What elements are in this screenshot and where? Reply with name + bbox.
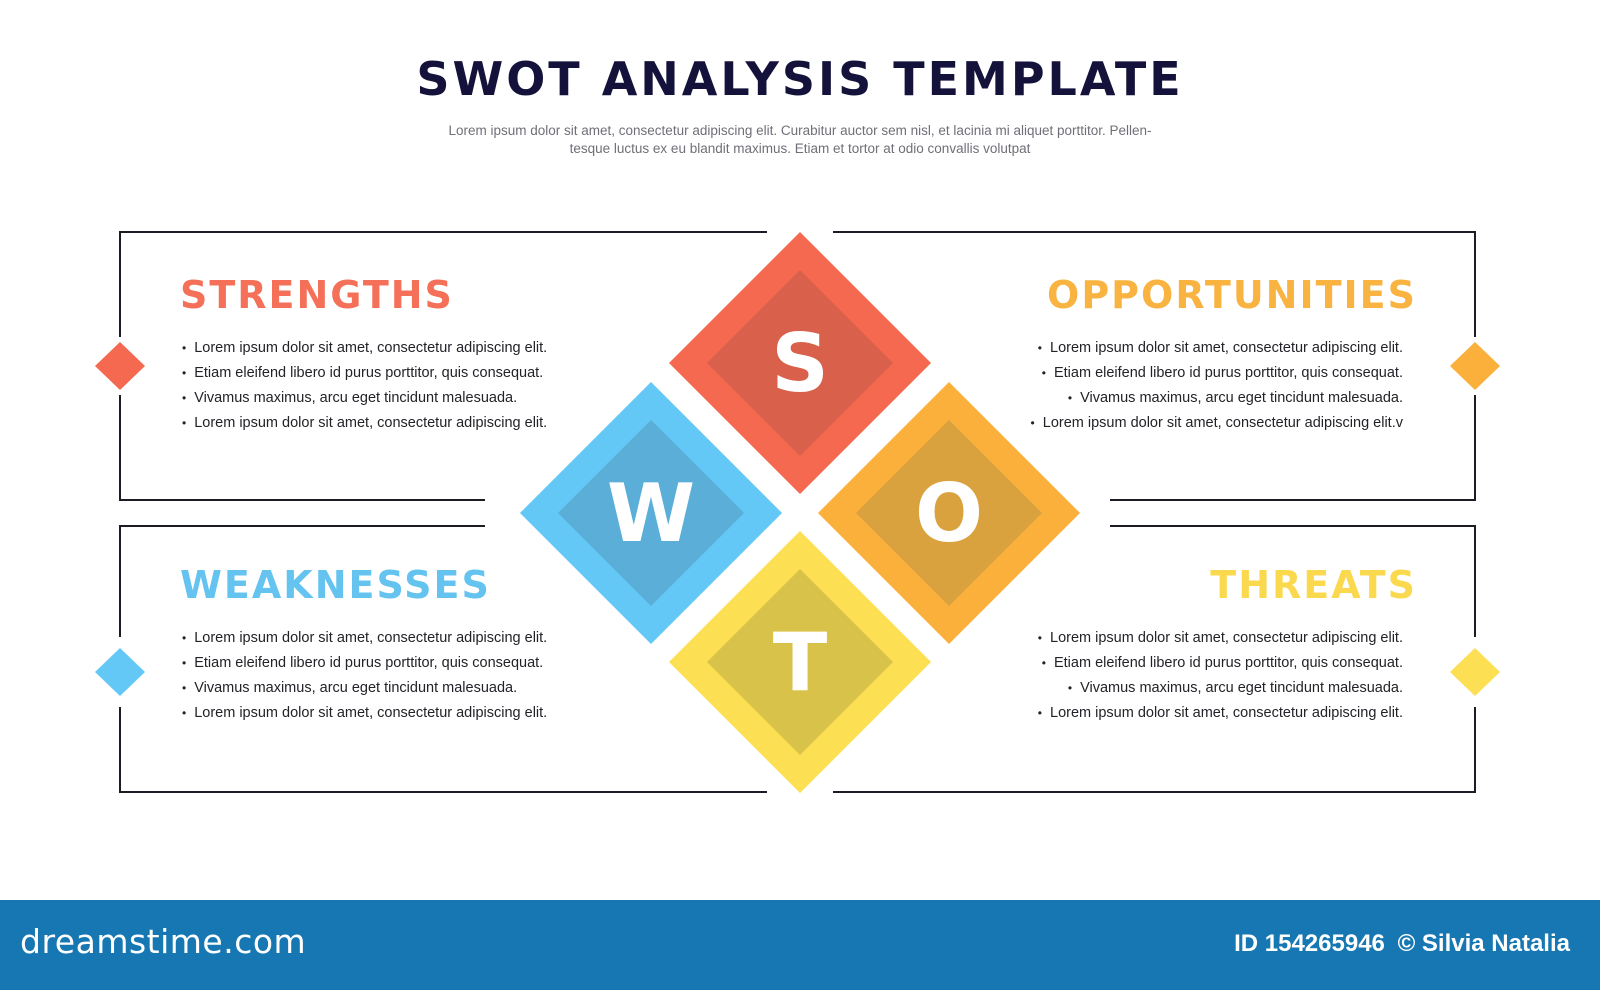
author-credit: © Silvia Natalia [1397, 930, 1570, 957]
list-item: Lorem ipsum dolor sit amet, consectetur … [182, 411, 547, 436]
list-item: Etiam eleifend libero id purus porttitor… [182, 651, 547, 676]
list-item: Lorem ipsum dolor sit amet, consectetur … [182, 336, 547, 361]
s-diamond: S [669, 232, 931, 494]
footer-credit: ID 154265946 © Silvia Natalia [1228, 930, 1570, 958]
weaknesses-list: Lorem ipsum dolor sit amet, consectetur … [182, 626, 547, 726]
list-item: Etiam eleifend libero id purus porttitor… [1031, 361, 1403, 386]
threats-marker-diamond [1450, 648, 1500, 696]
page-subtitle: Lorem ipsum dolor sit amet, consectetur … [410, 122, 1190, 158]
list-item: Etiam eleifend libero id purus porttitor… [1038, 651, 1403, 676]
t-letter: T [773, 616, 828, 709]
threats-frame [1110, 525, 1476, 637]
subtitle-line: Lorem ipsum dolor sit amet, consectetur … [448, 123, 1152, 138]
footer-bar: dreamstime.com ID 154265946 © Silvia Nat… [0, 900, 1600, 990]
threats-frame [833, 707, 1476, 793]
strengths-marker-diamond [95, 342, 145, 390]
strengths-list: Lorem ipsum dolor sit amet, consectetur … [182, 336, 547, 436]
page-title: SWOT ANALYSIS TEMPLATE [416, 52, 1184, 106]
opportunities-list: Lorem ipsum dolor sit amet, consectetur … [1031, 336, 1403, 436]
opportunities-heading: OPPORTUNITIES [1047, 273, 1417, 317]
image-id: ID 154265946 [1234, 930, 1385, 957]
opportunities-marker-diamond [1450, 342, 1500, 390]
list-item: Lorem ipsum dolor sit amet, consectetur … [1038, 626, 1403, 651]
weaknesses-marker-diamond [95, 648, 145, 696]
list-item: Lorem ipsum dolor sit amet, consectetur … [1031, 411, 1403, 436]
list-item: Lorem ipsum dolor sit amet, consectetur … [1031, 336, 1403, 361]
opportunities-frame [1110, 395, 1476, 501]
threats-heading: THREATS [1210, 563, 1417, 607]
list-item: Lorem ipsum dolor sit amet, consectetur … [182, 701, 547, 726]
footer-brand-logo: dreamstime.com [20, 922, 307, 961]
t-diamond-inner [707, 569, 893, 755]
strengths-frame [119, 231, 767, 337]
opportunities-frame [833, 231, 1476, 337]
list-item: Vivamus maximus, arcu eget tincidunt mal… [182, 386, 547, 411]
list-item: Etiam eleifend libero id purus porttitor… [182, 361, 547, 386]
threats-list: Lorem ipsum dolor sit amet, consectetur … [1038, 626, 1403, 726]
s-letter: S [771, 317, 829, 410]
list-item: Vivamus maximus, arcu eget tincidunt mal… [182, 676, 547, 701]
weaknesses-heading: WEAKNESSES [180, 563, 491, 607]
strengths-frame [119, 395, 485, 501]
list-item: Vivamus maximus, arcu eget tincidunt mal… [1038, 676, 1403, 701]
o-diamond-inner [856, 420, 1042, 606]
w-diamond: W [520, 382, 782, 644]
list-item: Vivamus maximus, arcu eget tincidunt mal… [1031, 386, 1403, 411]
s-diamond-inner [707, 270, 893, 456]
w-diamond-inner [558, 420, 744, 606]
w-letter: W [607, 467, 695, 560]
list-item: Lorem ipsum dolor sit amet, consectetur … [182, 626, 547, 651]
o-diamond: O [818, 382, 1080, 644]
subtitle-line: tesque luctus ex eu blandit maximus. Eti… [569, 141, 1031, 156]
weaknesses-frame [119, 707, 767, 793]
list-item: Lorem ipsum dolor sit amet, consectetur … [1038, 701, 1403, 726]
weaknesses-frame [119, 525, 485, 637]
frame-lines [119, 231, 1476, 793]
t-diamond: T [669, 531, 931, 793]
o-letter: O [915, 467, 983, 560]
strengths-heading: STRENGTHS [180, 273, 454, 317]
